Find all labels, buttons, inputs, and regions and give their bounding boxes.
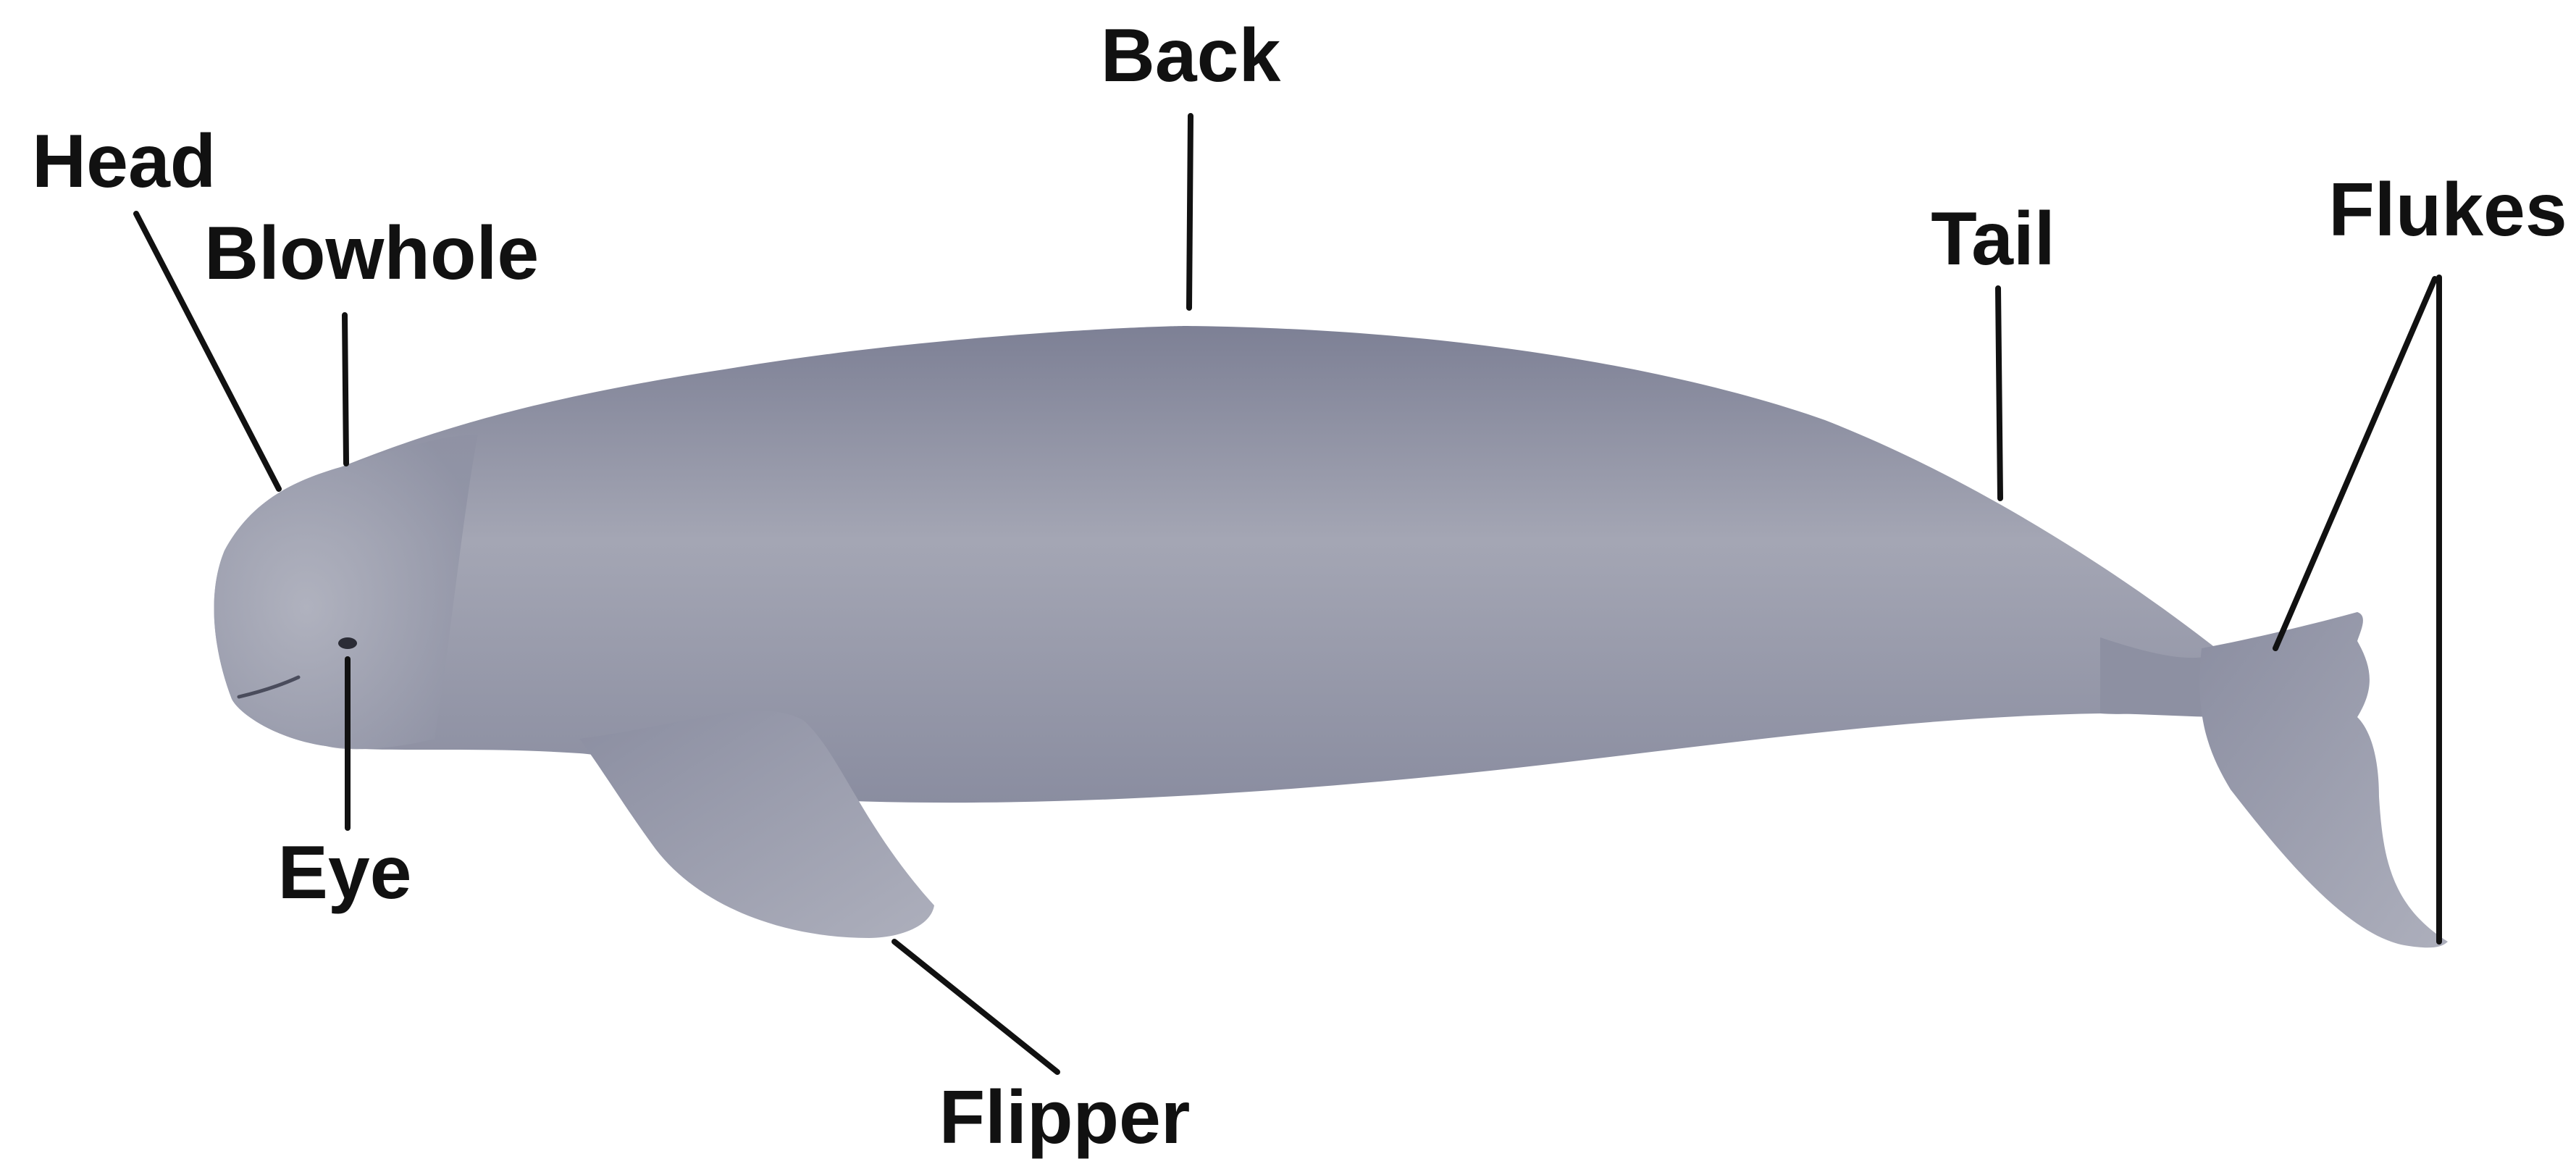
back-leader-line <box>1189 116 1191 308</box>
label-head: Head <box>32 120 216 204</box>
whale-illustration <box>214 326 2448 947</box>
whale-eye <box>338 637 357 649</box>
label-blowhole: Blowhole <box>204 212 539 296</box>
tail-leader-line <box>1998 288 2000 498</box>
blowhole-leader-line <box>345 315 346 464</box>
whale-flukes <box>2199 612 2448 947</box>
flukes-leader-line-fin <box>2275 279 2435 648</box>
label-flipper: Flipper <box>939 1076 1191 1160</box>
whale-body <box>214 326 2216 803</box>
label-flukes: Flukes <box>2328 168 2567 252</box>
label-eye: Eye <box>277 831 411 915</box>
label-tail: Tail <box>1931 197 2055 281</box>
label-back: Back <box>1101 14 1281 98</box>
flipper-leader-line <box>894 942 1057 1072</box>
